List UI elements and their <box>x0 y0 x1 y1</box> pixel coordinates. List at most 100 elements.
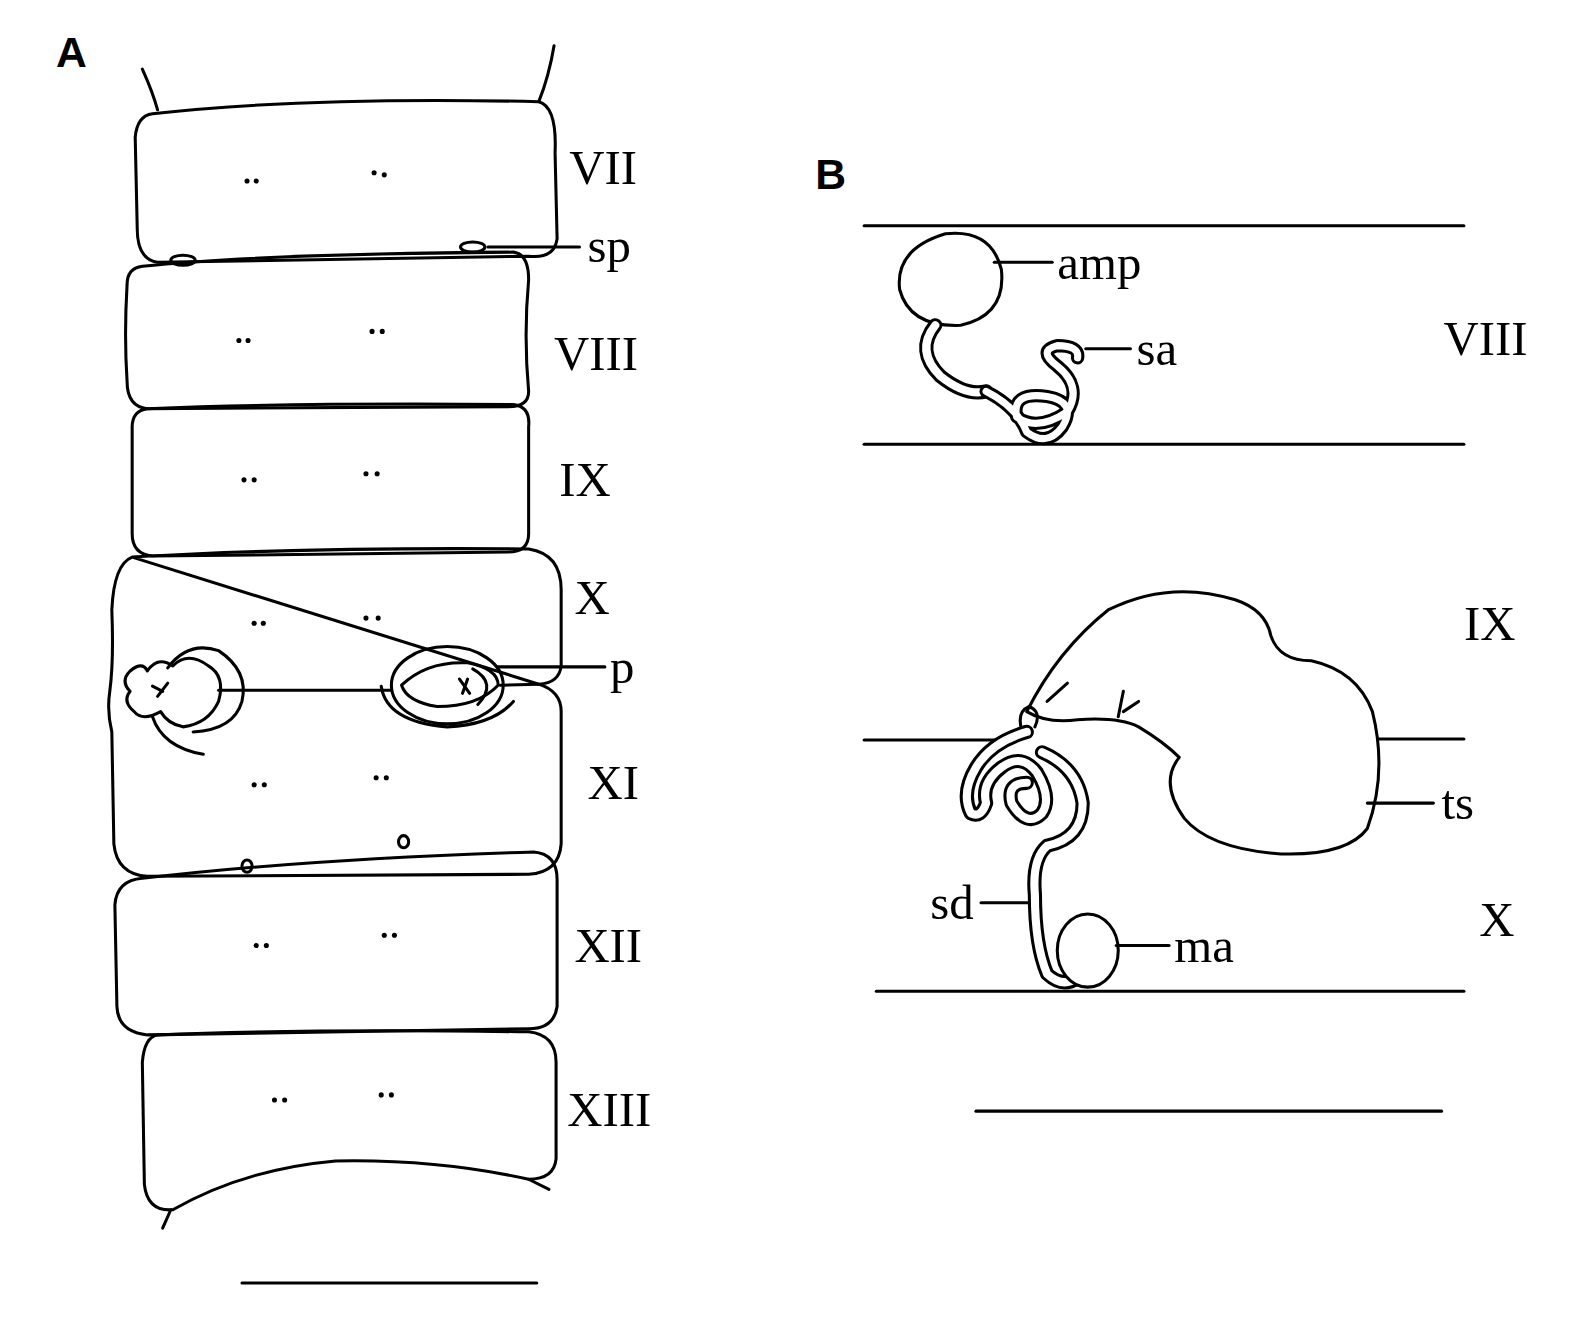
body-segments <box>115 852 557 1035</box>
part-label: sp <box>588 222 631 271</box>
spermatheca <box>994 261 1052 264</box>
male-organs <box>1116 944 1169 947</box>
male-organs <box>1057 914 1118 987</box>
body-segments <box>488 246 579 249</box>
setae-dots <box>246 338 251 343</box>
body-segments <box>242 860 252 872</box>
segment-number: VII <box>569 143 637 192</box>
segment-boundaries-b <box>1377 738 1463 741</box>
setae-dots <box>252 782 257 787</box>
spermatheca <box>986 346 1078 439</box>
porophores <box>402 663 499 707</box>
setae-dots <box>372 170 377 175</box>
body-segments <box>109 46 580 1228</box>
segment-number: XII <box>574 921 642 970</box>
setae-dots <box>282 1097 287 1102</box>
part-label: ts <box>1442 779 1475 828</box>
scale-bar <box>976 1110 1442 1113</box>
spermatheca <box>926 325 986 392</box>
body-segments <box>529 1179 549 1189</box>
setae-dots <box>363 616 368 621</box>
setae-dots <box>261 621 266 626</box>
body-segments <box>539 46 554 102</box>
porophores <box>381 686 513 727</box>
segment-number: IX <box>559 455 610 504</box>
setae-dots <box>374 775 379 780</box>
setae-dots <box>272 1097 277 1102</box>
body-segments <box>135 101 557 263</box>
setae-dots <box>370 329 375 334</box>
setae-dots <box>262 782 267 787</box>
segment-number: X <box>574 573 609 622</box>
body-segments <box>399 836 409 848</box>
part-label: sa <box>1137 324 1178 373</box>
panel-letter: A <box>56 32 87 75</box>
setae-dots <box>241 477 246 482</box>
male-organs <box>967 592 1434 987</box>
segment-number: IX <box>1464 600 1515 649</box>
setae-dots <box>375 471 380 476</box>
porophores <box>460 679 470 693</box>
segment-number: VIII <box>1444 314 1528 363</box>
setae-dots <box>382 172 387 177</box>
setae-dots <box>264 943 269 948</box>
spermatheca <box>899 233 1002 325</box>
segment-number: VIII <box>554 329 638 378</box>
body-segments <box>461 242 485 252</box>
part-label: sd <box>930 878 973 927</box>
setae-dots <box>244 178 249 183</box>
porophores <box>125 647 605 755</box>
body-segments <box>109 549 562 877</box>
segment-number: X <box>1479 896 1514 945</box>
setae-dots <box>382 933 387 938</box>
body-segments <box>500 684 539 685</box>
segment-boundaries-b <box>864 226 1464 991</box>
porophores <box>152 683 167 696</box>
scale-bar <box>242 1111 1442 1283</box>
segment-boundaries-b <box>876 990 1464 993</box>
panel-letter: B <box>815 154 846 197</box>
porophores <box>125 658 221 727</box>
porophores <box>473 669 487 705</box>
setae-dots <box>384 775 389 780</box>
male-organs <box>1118 691 1138 716</box>
setae-dots <box>252 477 257 482</box>
setae-dots <box>363 471 368 476</box>
body-segments <box>142 69 157 110</box>
male-organs <box>981 901 1029 904</box>
body-segments <box>171 255 195 265</box>
spermatheca <box>1086 347 1131 350</box>
setae-dots <box>376 616 381 621</box>
setae-dots <box>389 1092 394 1097</box>
male-organs <box>1047 683 1067 701</box>
porophores <box>498 665 605 668</box>
setae-dots <box>254 943 259 948</box>
part-label: amp <box>1057 238 1141 287</box>
male-organs <box>1367 802 1433 805</box>
setae-dots <box>252 621 257 626</box>
spermatheca <box>986 346 1078 439</box>
setae-dots <box>236 170 397 1102</box>
body-segments <box>126 252 529 409</box>
setae-dots <box>236 338 241 343</box>
setae-dots <box>380 329 385 334</box>
part-label: p <box>610 642 634 691</box>
porophores <box>152 717 203 755</box>
segment-boundaries-b <box>864 224 1464 227</box>
setae-dots <box>379 1092 384 1097</box>
body-segments <box>142 1031 556 1210</box>
body-segments <box>132 404 529 556</box>
porophores <box>391 647 503 724</box>
porophores <box>168 648 244 732</box>
spermatheca <box>926 325 986 392</box>
setae-dots <box>392 933 397 938</box>
body-segments <box>163 1210 171 1228</box>
segment-boundaries-b <box>864 443 1464 446</box>
part-label: ma <box>1174 921 1234 970</box>
scale-bar <box>242 1281 537 1284</box>
segment-number: XI <box>588 758 639 807</box>
segment-number: XIII <box>567 1086 651 1135</box>
setae-dots <box>254 178 259 183</box>
